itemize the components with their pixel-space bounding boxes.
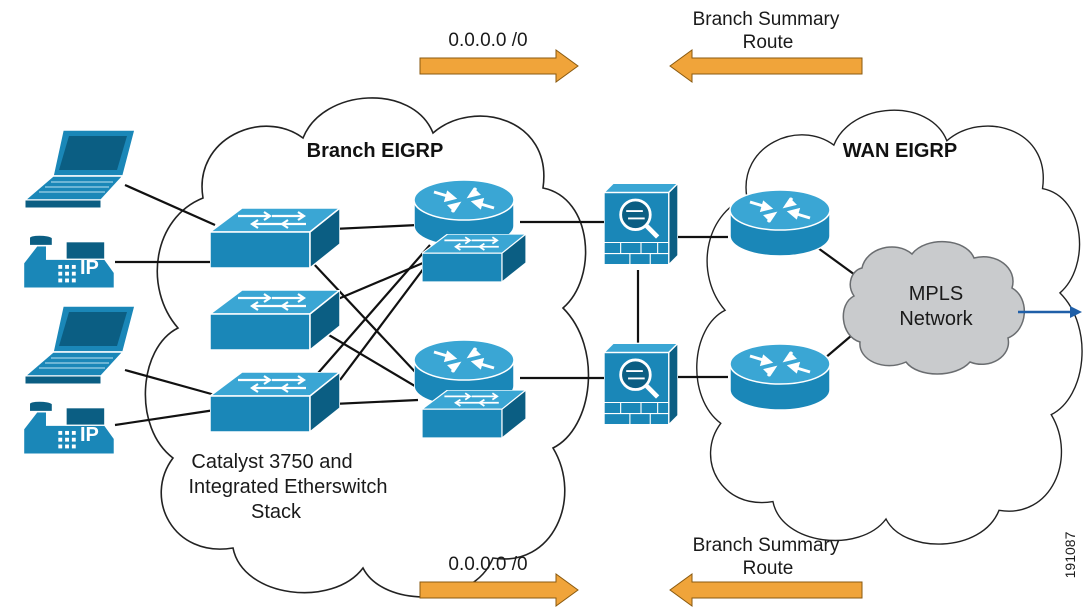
ip-phone-icon [22,234,116,289]
wan-eigrp-label: WAN EIGRP [843,140,957,162]
switch-stack-caption: Catalyst 3750 and [191,451,352,473]
mpls-label: MPLS [909,283,963,305]
switch-icon [210,208,340,268]
summary-route-arrow-bottom [669,573,863,607]
default-route-arrow-top [419,49,579,83]
switch-icon [210,290,340,350]
switch-icon [210,372,340,432]
summary-route-label-bottom: Branch Summary [693,535,840,556]
router-with-etherswitch-icon [414,340,526,438]
mpls-cloud-icon [842,241,1026,375]
firewall-icon [604,183,678,264]
router-with-etherswitch-icon [414,180,526,282]
switch-stack-caption: Stack [251,501,302,523]
mpls-label: Network [899,308,973,330]
default-route-arrow-bottom [419,573,579,607]
ip-phone-badge: IP [80,257,99,279]
default-route-label-bottom: 0.0.0.0 /0 [448,554,527,575]
laptop-icon [24,306,136,385]
ip-phone-icon [22,400,116,455]
firewall-icon [604,343,678,424]
figure-id: 191087 [1062,531,1078,578]
summary-route-label-top: Branch Summary [693,9,840,30]
router-icon [728,344,832,410]
egress-arrow-icon [1018,306,1082,318]
switch-stack-caption: Integrated Etherswitch [189,476,388,498]
summary-route-label-top: Route [743,32,794,53]
summary-route-label-bottom: Route [743,558,794,579]
ip-phone-badge: IP [80,424,99,446]
branch-eigrp-label: Branch EIGRP [307,140,444,162]
laptop-icon [24,130,136,209]
summary-route-arrow-top [669,49,863,83]
router-icon [728,190,832,256]
default-route-label-top: 0.0.0.0 /0 [448,30,527,51]
